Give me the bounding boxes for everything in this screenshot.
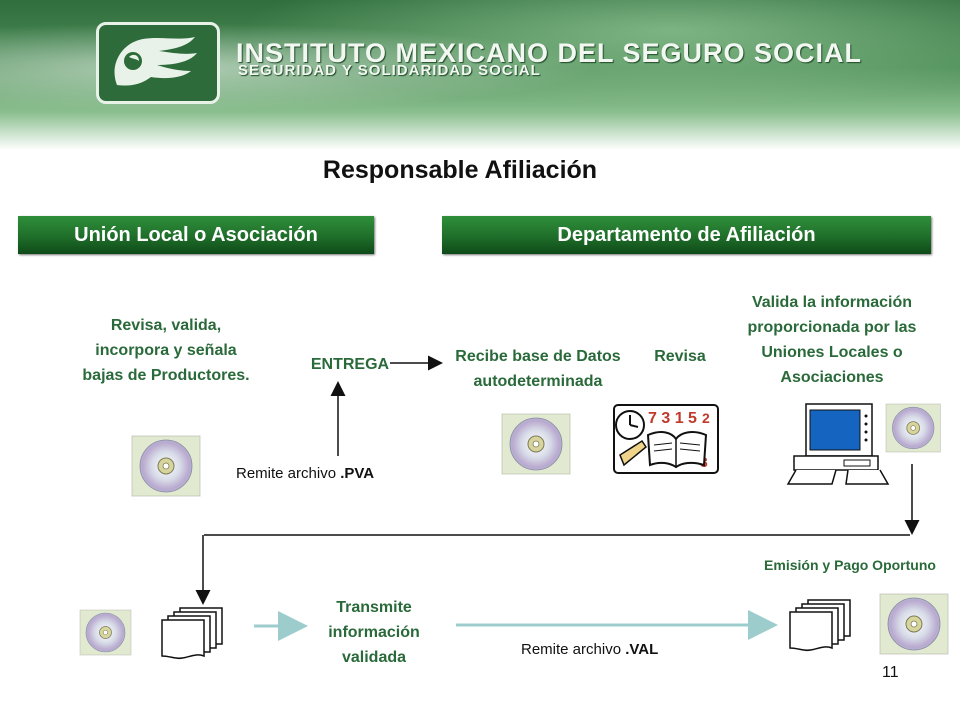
remite-pva-label: Remite archivo .PVA — [236, 465, 375, 482]
step-revisa-text: Revisa — [654, 348, 706, 365]
institution-name: INSTITUTO MEXICANO DEL SEGURO SOCIAL — [236, 38, 863, 68]
document-stack-icon-left — [161, 607, 223, 660]
institution-motto: SEGURIDAD Y SOLIDARIDAD SOCIAL — [238, 62, 541, 79]
step-entrega-text: ENTREGA — [310, 356, 390, 373]
svg-text:7 3 1 5: 7 3 1 5 — [648, 410, 697, 427]
imss-logo — [96, 22, 220, 104]
remite-val-label: Remite archivo .VAL — [521, 641, 659, 658]
cd-icon-validate — [885, 403, 941, 453]
svg-text:5: 5 — [624, 448, 632, 464]
page-title: Responsable Afiliación — [322, 156, 598, 184]
cd-icon-transmit — [79, 609, 132, 656]
document-stack-icon-right — [789, 599, 851, 652]
page-number: 11 — [882, 664, 899, 681]
cd-icon-emission — [879, 593, 949, 655]
step-receive-text: Recibe base de Datos autodeterminada — [455, 348, 621, 390]
clock-book-icon: 7 3 1 5 2 5 3 — [613, 404, 719, 474]
step-validate-text: Valida la información proporcionada por … — [747, 294, 917, 386]
cd-icon-union — [131, 435, 201, 497]
cd-icon-receive — [501, 413, 571, 475]
step-review-text: Revisa, valida, incorpora y señala bajas… — [82, 317, 250, 384]
svg-text:3: 3 — [700, 454, 708, 470]
imss-eagle-logo-icon — [114, 37, 197, 86]
computer-icon — [786, 403, 890, 485]
step-transmit-text: Transmite información validada — [328, 599, 420, 666]
lane-header-department: Departamento de Afiliación — [442, 216, 931, 254]
step-emission-text: Emisión y Pago Oportuno — [764, 557, 936, 573]
lane-header-union: Unión Local o Asociación — [18, 216, 374, 254]
svg-text:2: 2 — [702, 410, 710, 426]
